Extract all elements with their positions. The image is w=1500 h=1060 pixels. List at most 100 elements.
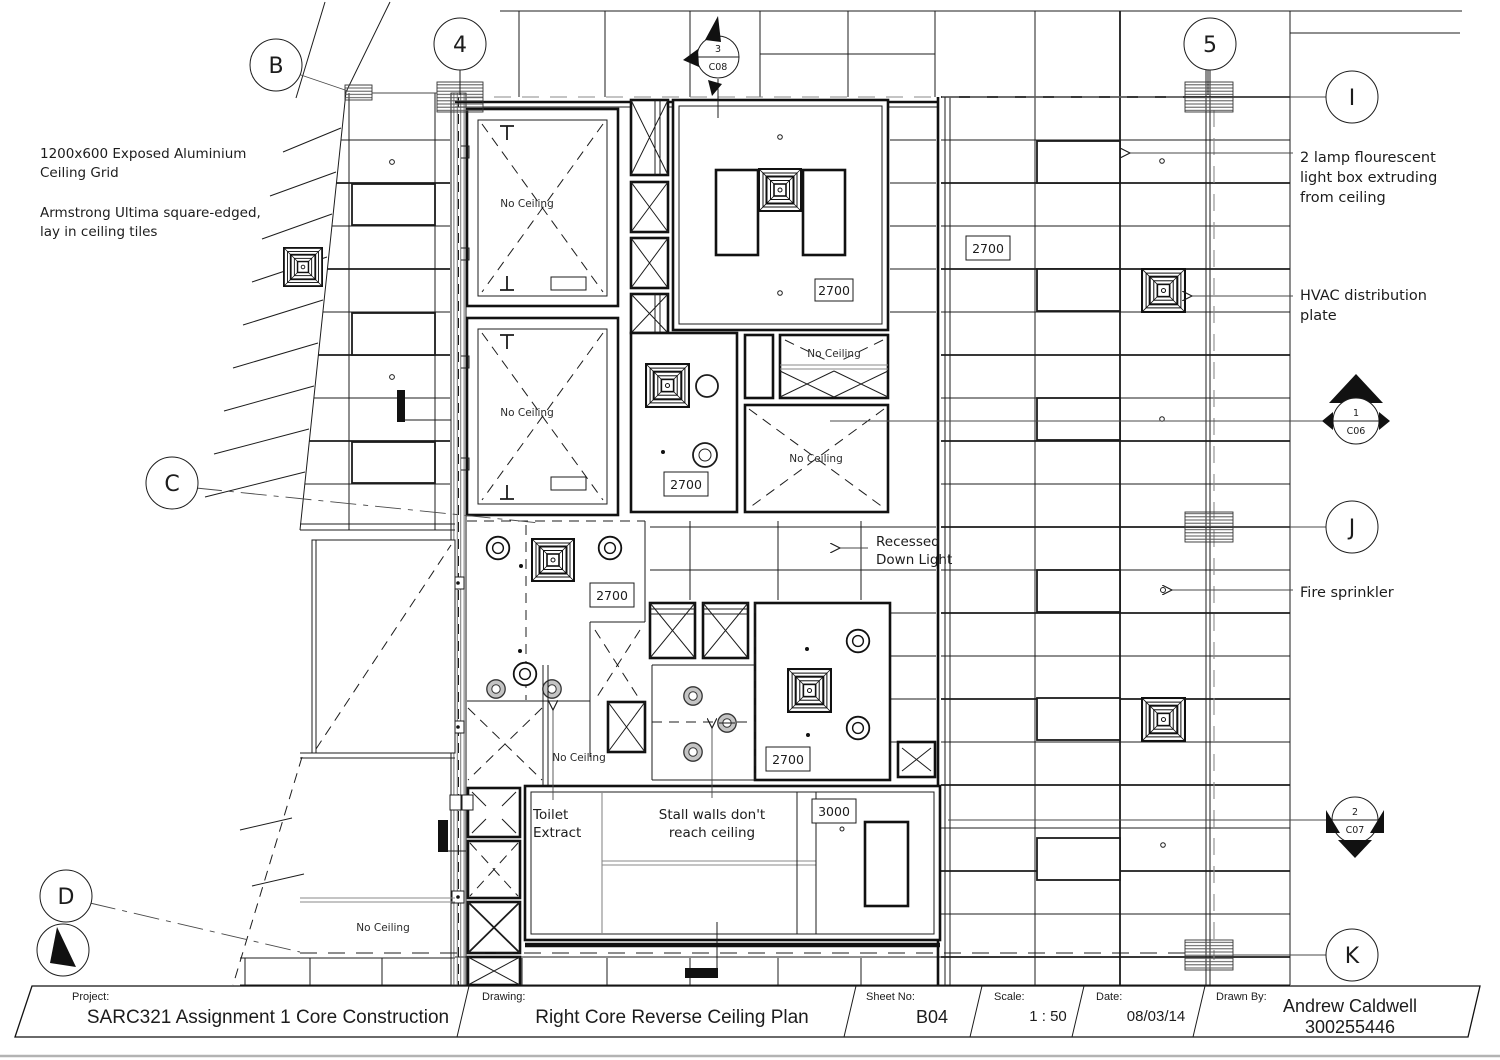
lift-shaft-2: No Ceiling — [461, 316, 620, 517]
left-riser-stack — [466, 786, 522, 987]
right-grid-fixtures: 2700 — [965, 140, 1186, 881]
light-box — [1036, 837, 1121, 881]
stair-room: No Ceiling — [300, 523, 456, 934]
annotation-leaders — [553, 153, 1332, 821]
hvac-diffuser — [1141, 268, 1186, 313]
title-block-date: Date: 08/03/14 — [1096, 991, 1185, 1025]
svg-text:reach ceiling: reach ceiling — [669, 825, 755, 841]
svg-text:Extract: Extract — [533, 825, 581, 841]
title-block-scale: Scale: 1 : 50 — [994, 991, 1067, 1025]
fire-sprinkler-dot — [519, 564, 523, 568]
dimension-2700: 2700 — [765, 746, 811, 772]
stall-walls-note: Stall walls don't — [659, 807, 765, 823]
svg-text:3: 3 — [715, 44, 721, 55]
svg-text:Scale:: Scale: — [994, 991, 1025, 1003]
light-box — [1036, 569, 1121, 613]
column-markers — [344, 81, 1234, 971]
light-box — [1036, 268, 1121, 312]
dimension-2700: 2700 — [965, 235, 1011, 261]
svg-text:1: 1 — [1353, 408, 1359, 419]
grid-bubble-5: 5 — [1183, 17, 1237, 71]
light-box — [351, 183, 436, 226]
recessed-downlight — [845, 628, 871, 654]
drawing-title: Right Core Reverse Ceiling Plan — [535, 1007, 809, 1028]
grid-bubble-d: D — [39, 869, 93, 923]
title-block-project: Project: SARC321 Assignment 1 Core Const… — [72, 991, 449, 1028]
north-arrow — [36, 923, 90, 977]
extract-fan — [486, 679, 506, 699]
toilet-extract-fan — [717, 713, 737, 733]
stair-column: No Ceiling — [467, 629, 647, 785]
title-block-drawing: Drawing: Right Core Reverse Ceiling Plan — [482, 991, 809, 1028]
riser-duct-boxes — [629, 98, 670, 335]
fire-sprinkler-dot — [661, 450, 665, 454]
light-box — [1036, 140, 1121, 184]
light-box — [351, 312, 436, 356]
general-notes: 1200x600 Exposed Aluminium Ceiling Grid … — [40, 146, 261, 240]
svg-text:2700: 2700 — [596, 588, 628, 603]
svg-text:Ceiling Grid: Ceiling Grid — [40, 165, 119, 181]
hvac-diffuser — [787, 668, 832, 713]
svg-text:3000: 3000 — [818, 804, 850, 819]
svg-text:C08: C08 — [709, 62, 728, 73]
svg-text:4: 4 — [453, 33, 467, 58]
fire-sprinkler-dot — [389, 374, 395, 380]
svg-text:Sheet No:: Sheet No: — [866, 991, 915, 1003]
no-ceiling-label: No Ceiling — [356, 922, 409, 934]
lamp-note: 2 lamp flourescent — [1300, 150, 1436, 166]
grid-bubble-leaders — [89, 70, 1326, 956]
recessed-downlight — [485, 535, 511, 561]
lift-lobby-room: 2700 — [671, 79, 890, 332]
svg-text:5: 5 — [1203, 33, 1217, 58]
grid-bubble-j: J — [1325, 500, 1379, 554]
svg-text:D: D — [58, 885, 75, 910]
sprinkler-note: Fire sprinkler — [1300, 585, 1394, 601]
grid-bubble-c: C — [145, 456, 199, 510]
hvac-diffuser — [758, 168, 802, 212]
date-value: 08/03/14 — [1127, 1008, 1185, 1025]
grid-bubble-i: I — [1325, 70, 1379, 124]
dimension-3000: 3000 — [811, 798, 857, 824]
left-strip-fixtures — [283, 159, 451, 484]
svg-text:light box extruding: light box extruding — [1300, 170, 1437, 186]
light-box — [351, 441, 436, 484]
dimension-2700: 2700 — [814, 278, 854, 302]
hvac-diffuser — [645, 363, 690, 408]
no-ceiling-label: No Ceiling — [789, 453, 842, 465]
grid-bubble-k: K — [1325, 928, 1379, 982]
title-block: Project: SARC321 Assignment 1 Core Const… — [14, 985, 1481, 1038]
lift-shaft-1: No Ceiling — [461, 107, 620, 308]
no-ceiling-room-small: No Ceiling — [778, 333, 890, 400]
svg-text:B: B — [268, 54, 283, 79]
svg-text:2700: 2700 — [670, 477, 702, 492]
title-block-drawn-by: Drawn By: Andrew Caldwell 300255446 — [1216, 991, 1417, 1037]
extract-fan — [542, 679, 562, 699]
dimension-2700: 2700 — [589, 582, 635, 608]
svg-text:Drawing:: Drawing: — [482, 991, 525, 1003]
fire-sprinkler-dot — [777, 134, 783, 140]
fire-sprinkler-dot — [389, 159, 395, 165]
svg-text:K: K — [1345, 944, 1360, 969]
svg-text:Down Light: Down Light — [876, 552, 952, 568]
svg-text:C06: C06 — [1347, 426, 1366, 437]
grid-bubble-b: B — [249, 38, 303, 92]
svg-text:2: 2 — [1352, 807, 1358, 818]
svg-text:I: I — [1349, 86, 1356, 111]
recessed-downlight — [512, 661, 538, 687]
light-cove — [714, 168, 760, 257]
downlight-note: Recessed — [876, 534, 940, 550]
recessed-downlight — [597, 535, 623, 561]
sheet-number: B04 — [916, 1007, 948, 1027]
wall-nib — [438, 820, 448, 852]
grid-bubbles: B 4 5 I C J D K — [39, 17, 1379, 982]
no-ceiling-label: No Ceiling — [807, 348, 860, 360]
svg-text:1200x600 Exposed Aluminium: 1200x600 Exposed Aluminium — [40, 146, 246, 162]
light-box — [1036, 397, 1121, 441]
no-ceiling-room-mid: No Ceiling — [743, 403, 890, 514]
section-marker-c06: 1 C06 — [1322, 374, 1390, 445]
recessed-downlight — [692, 442, 718, 468]
bottom-room: 3000 — [523, 784, 942, 978]
hvac-diffuser — [1141, 697, 1186, 742]
no-ceiling-label: No Ceiling — [500, 198, 553, 210]
